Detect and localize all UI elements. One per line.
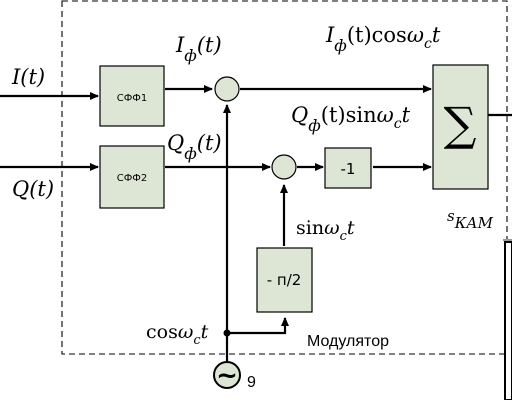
- junction-dot: [223, 329, 231, 337]
- modulator-boundary: [61, 0, 508, 355]
- summator-symbol: ∑: [444, 97, 477, 151]
- oscillator-number: 9: [247, 374, 256, 391]
- phase-shifter-block: [256, 247, 313, 313]
- summator-block: [432, 64, 489, 190]
- sff1-label: СФФ1: [117, 93, 148, 104]
- middle-product-label: Qф(t)sinωct: [291, 103, 411, 135]
- phase-shifter-label: - п/2: [267, 271, 302, 289]
- modulator-caption: Модулятор: [307, 333, 389, 350]
- sin-label: sinωct: [296, 217, 355, 244]
- input-q-label: Q(t): [12, 177, 54, 201]
- sff1-block: [99, 65, 165, 127]
- top-product-label: Iф(t)cosωct: [325, 23, 441, 55]
- sff2-block: [99, 145, 165, 209]
- oscillator-source: [213, 361, 241, 389]
- cos-label: cosωct: [146, 321, 209, 348]
- inverter-block: [324, 147, 372, 189]
- lower-adder: [271, 154, 297, 180]
- sff2-label: СФФ2: [117, 173, 148, 184]
- input-i-label: I(t): [11, 65, 45, 89]
- inverter-label: -1: [341, 160, 356, 178]
- i-phi-label: Iф(t): [175, 33, 222, 65]
- adjacent-block-edge: [503, 239, 512, 400]
- oscillator-symbol: ~: [216, 361, 238, 391]
- upper-adder: [214, 76, 240, 102]
- signal-wires: [0, 85, 512, 363]
- q-phi-label: Qф(t): [167, 131, 222, 163]
- output-label: sКАМ: [447, 207, 494, 232]
